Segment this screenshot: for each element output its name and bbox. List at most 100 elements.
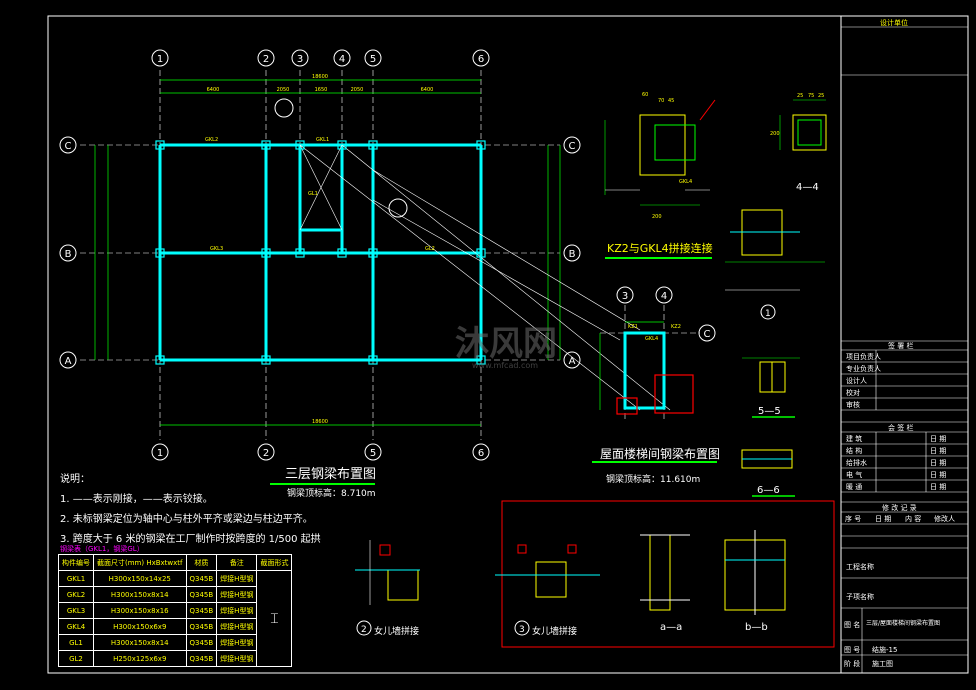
axis-right-B: B — [569, 249, 576, 260]
th-note: 备注 — [216, 554, 258, 571]
node3-detail — [495, 544, 600, 636]
section-5-5 — [742, 357, 800, 393]
section-a-a-detail — [640, 534, 690, 611]
s44-dim-75: 75 — [808, 93, 814, 99]
plan2-axis-labels: 3 4 C — [622, 291, 711, 340]
node1-detail — [725, 209, 825, 320]
tb-meeting-row-3: 给排水 — [846, 459, 867, 467]
notes: 说明： 1. ——表示刚接，——表示铰接。 2. 未标钢梁定位为轴中心与柱外平齐… — [60, 470, 321, 550]
dim-3: 1650 — [315, 87, 328, 93]
th-form: 截面形式 — [256, 554, 293, 571]
axis-right-A: A — [569, 356, 576, 367]
tb-sign-row-4: 校对 — [846, 389, 860, 397]
table-row: GL1 H300x150x8x14 Q345B 焊接H型钢 — [58, 634, 292, 651]
tb-meeting-section: 会 签 栏 — [888, 424, 914, 432]
tb-date-2: 日 期 — [930, 447, 947, 455]
tb-design-unit: 设计单位 — [880, 19, 908, 27]
tb-date-5: 日 期 — [930, 483, 947, 491]
tag-gl2: GL2 — [425, 246, 435, 252]
kz2-dim-45: 45 — [668, 98, 674, 104]
kz2-dim-60: 60 — [642, 92, 648, 98]
cell-id: GKL2 — [58, 586, 94, 603]
plan1-dimensions — [94, 79, 561, 426]
axis-top-1: 1 — [157, 54, 163, 65]
s44-dim-25b: 25 — [818, 93, 824, 99]
tb-date-4: 日 期 — [930, 471, 947, 479]
title-block-lines — [841, 26, 968, 673]
table-row: GL2 H250x125x6x9 Q345B 焊接H型钢 — [58, 650, 292, 667]
plan2-elevation: 钢梁顶标高：11.610m — [606, 473, 700, 485]
axis-top-4: 4 — [339, 54, 345, 65]
axis-top-2: 2 — [263, 54, 269, 65]
axis-top-3: 3 — [297, 54, 303, 65]
kz2-gkl4: GKL4 — [679, 179, 692, 185]
plan2-axis-4: 4 — [661, 291, 667, 302]
tb-rev-h4: 修改人 — [934, 515, 955, 523]
plan1-axis-bubbles — [59, 49, 581, 461]
table-row: GKL3 H300x150x8x16 Q345B 焊接H型钢 — [58, 602, 292, 619]
plan1-axis-labels: 1 2 3 4 5 6 1 2 5 6 C B A C B A — [65, 54, 576, 459]
tb-meeting-row-4: 电 气 — [846, 471, 863, 479]
section-4-4-label: 4—4 — [796, 182, 819, 193]
cell-note: 焊接H型钢 — [216, 618, 258, 635]
cell-id: GKL3 — [58, 602, 94, 619]
axis-left-C: C — [65, 141, 72, 152]
cell-note: 焊接H型钢 — [216, 602, 258, 619]
node2-label: 女儿墙拼接 — [374, 625, 419, 637]
table-row: GKL1 H300x150x14x25 Q345B 焊接H型钢 ⌶ — [58, 570, 293, 667]
notes-item-1: 1. ——表示刚接，——表示铰接。 — [60, 494, 213, 505]
tb-sign-row-1: 项目负责人 — [846, 353, 881, 361]
watermark-brand: 沐风网 — [455, 324, 557, 364]
s44-dim-25a: 25 — [797, 93, 803, 99]
cell-material: Q345B — [185, 650, 218, 667]
kz2-dim-200: 200 — [652, 214, 662, 220]
table-row: GKL4 H300x150x6x9 Q345B 焊接H型钢 — [58, 618, 292, 635]
section-b-b-label: b—b — [745, 622, 768, 633]
tb-drawing-name-label: 图 名 — [844, 621, 861, 629]
table-row: GKL2 H300x150x8x14 Q345B 焊接H型钢 — [58, 586, 292, 603]
steel-table-header: 构件编号 截面尺寸(mm) HxBxtwxtf 材质 备注 截面形式 — [58, 554, 293, 571]
tb-date-1: 日 期 — [930, 435, 947, 443]
cell-material: Q345B — [185, 570, 218, 587]
cell-note: 焊接H型钢 — [216, 570, 258, 587]
section-4-4 — [779, 99, 827, 151]
plan1-grid — [80, 70, 560, 440]
plan2-title: 屋面楼梯间钢梁布置图 — [600, 446, 720, 461]
tb-project-label: 工程名称 — [846, 563, 874, 571]
kz2-title: KZ2与GKL4拼接连接 — [607, 241, 713, 255]
axis-bottom-2: 2 — [263, 448, 269, 459]
stair-diagonals — [299, 144, 671, 411]
tb-drawing-no-label: 图 号 — [844, 646, 861, 654]
node1-label: 1 — [765, 309, 771, 319]
node3-num: 3 — [519, 625, 525, 635]
cell-note: 焊接H型钢 — [216, 586, 258, 603]
tb-meeting-row-5: 暖 通 — [846, 483, 863, 491]
plan2-tag-gkl4: GKL4 — [645, 336, 658, 342]
dim-2: 2050 — [277, 87, 290, 93]
plan2-axis-C: C — [704, 329, 711, 340]
notes-title: 说明： — [60, 474, 90, 485]
tag-gkl2: GKL2 — [205, 137, 218, 143]
plan1-beams — [158, 143, 483, 362]
tb-meeting-row-1: 建 筑 — [846, 435, 863, 443]
axis-top-5: 5 — [370, 54, 376, 65]
dim-bottom-total: 18600 — [312, 419, 328, 425]
watermark-url: www.mfcad.com — [472, 361, 538, 370]
cell-id: GKL1 — [58, 570, 94, 587]
cell-size: H250x125x6x9 — [93, 650, 187, 667]
axis-top-6: 6 — [478, 54, 484, 65]
th-size: 截面尺寸(mm) HxBxtwxtf — [93, 554, 187, 571]
kz2-dim-70: 70 — [658, 98, 664, 104]
axis-bottom-1: 1 — [157, 448, 163, 459]
tb-rev-h2: 日 期 — [875, 515, 892, 523]
section-5-5-label: 5—5 — [758, 406, 781, 417]
tb-phase-label: 阶 段 — [844, 660, 861, 668]
section-4-4-dims: 200 25 75 25 — [770, 93, 824, 137]
axis-bottom-6: 6 — [478, 448, 484, 459]
dim-1: 6400 — [207, 87, 220, 93]
cell-material: Q345B — [185, 618, 218, 635]
plan1-elevation: 钢梁顶标高：8.710m — [287, 487, 376, 499]
parapet-box — [501, 500, 835, 648]
plan1-columns — [155, 140, 486, 365]
